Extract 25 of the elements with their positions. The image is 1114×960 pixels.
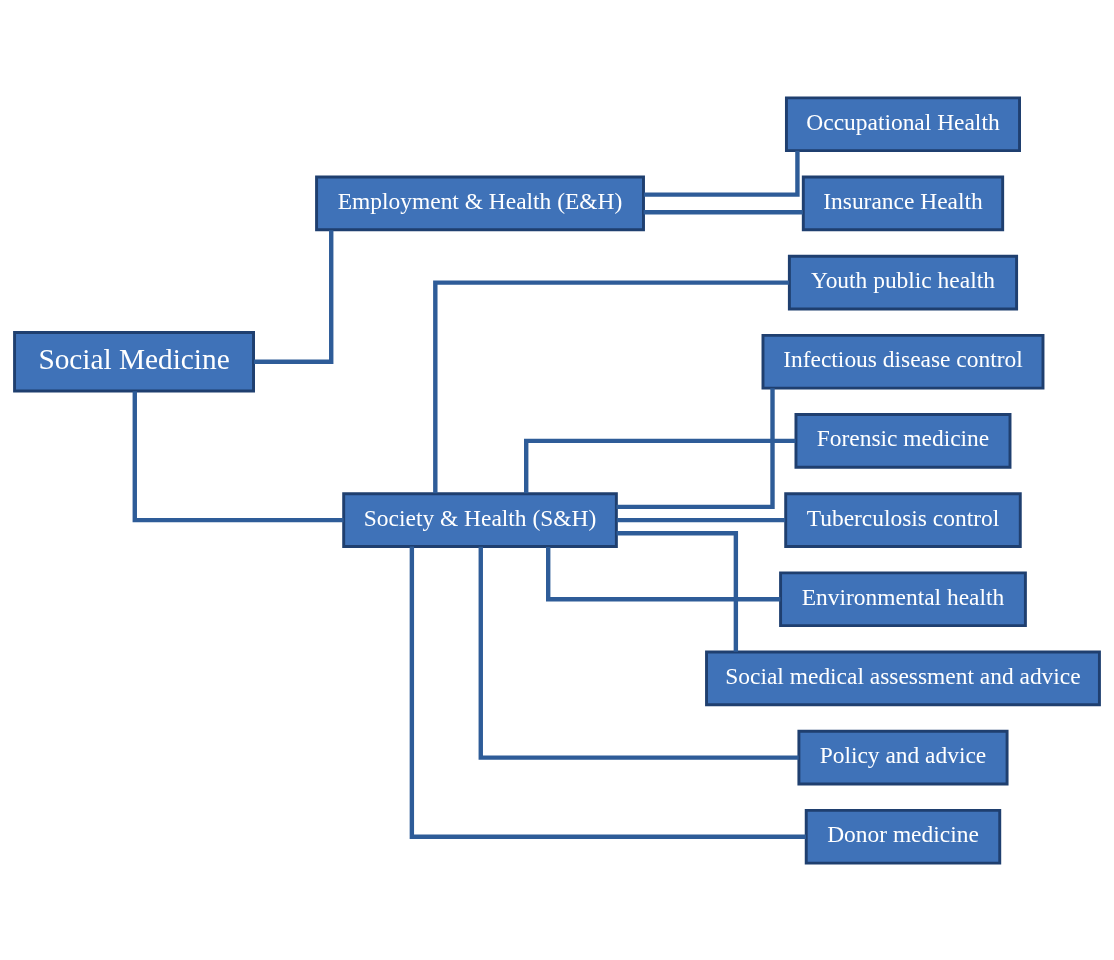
node-box: Forensic medicine xyxy=(794,412,1012,469)
connector xyxy=(433,279,790,493)
node-box: Society & Health (S&H) xyxy=(342,491,618,548)
connector xyxy=(616,387,775,509)
connector xyxy=(524,438,796,493)
connector xyxy=(132,390,344,522)
node-box: Insurance Health xyxy=(801,175,1005,231)
node-box: Tuberculosis control xyxy=(784,491,1022,548)
node-box: Environmental health xyxy=(779,570,1027,627)
node-box: Infectious disease control xyxy=(761,333,1045,390)
connector xyxy=(643,150,800,197)
node-box: Youth public health xyxy=(787,254,1019,310)
connector xyxy=(616,517,786,522)
connector xyxy=(409,546,806,839)
node-box: Donor medicine xyxy=(804,808,1002,865)
connector xyxy=(478,546,799,760)
connector xyxy=(643,209,803,214)
connector xyxy=(546,546,781,601)
node-box: Social Medicine xyxy=(13,330,255,393)
node-box: Social medical assessment and advice xyxy=(705,650,1101,706)
node-box: Occupational Health xyxy=(784,95,1021,152)
node-box: Employment & Health (E&H) xyxy=(315,175,645,231)
connector xyxy=(253,229,334,364)
node-box: Policy and advice xyxy=(797,729,1009,785)
connector xyxy=(616,530,739,652)
